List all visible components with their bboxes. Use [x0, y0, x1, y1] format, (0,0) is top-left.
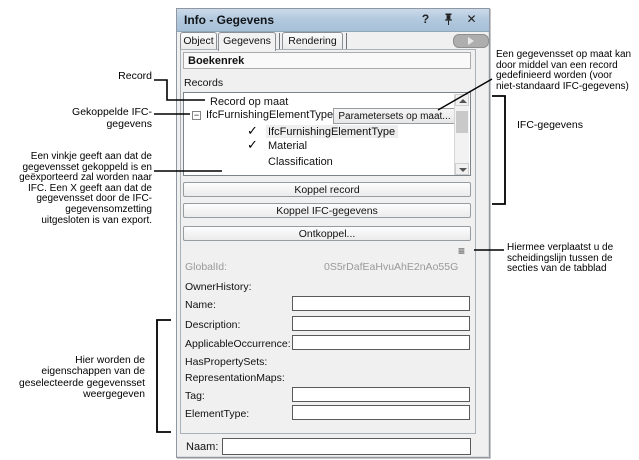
- name-label: Name:: [185, 299, 216, 311]
- object-name-header: Boekenrek: [183, 52, 471, 69]
- pin-icon[interactable]: [441, 12, 456, 27]
- tag-label: Tag:: [185, 390, 205, 402]
- tab-gegevens[interactable]: Gegevens: [218, 32, 276, 51]
- tag-field[interactable]: [292, 387, 470, 402]
- description-label: Description:: [185, 319, 241, 331]
- callout-bracket-ifc-gegevens: [492, 95, 506, 205]
- help-icon[interactable]: ?: [421, 12, 430, 26]
- panel-titlebar[interactable]: Info - Gegevens ? ✕: [177, 9, 489, 32]
- scroll-up-icon: [459, 99, 467, 103]
- callout-bracket-eigenschappen: [156, 319, 171, 433]
- description-field[interactable]: [292, 316, 470, 331]
- annotation-hier-worden: Hier worden de eigenschappen van de gese…: [19, 355, 145, 400]
- annotation-op-maat: Een gegevensset op maat kan door middel …: [496, 49, 632, 92]
- koppel-ifc-gegevens-button[interactable]: Koppel IFC-gegevens: [183, 203, 471, 218]
- globalid-value: 0S5rDafEaHvuAhE2nAo55G: [324, 261, 459, 273]
- annotation-vinkje: Een vinkje geeft aan dat de gegevensset …: [19, 151, 152, 226]
- tab-divider-2: [346, 33, 347, 49]
- records-label: Records: [184, 77, 224, 89]
- name-field[interactable]: [292, 296, 470, 311]
- globalid-label: GlobalId:: [185, 261, 228, 273]
- tree-row-material[interactable]: Material: [268, 140, 308, 152]
- scrollbar-thumb[interactable]: [456, 111, 468, 133]
- check-icon: ✓: [247, 123, 258, 138]
- records-listbox[interactable]: Record op maat − IfcFurnishingElementTyp…: [183, 92, 471, 176]
- applicableoccurrence-label: ApplicableOccurrence:: [185, 338, 291, 350]
- row-highlight: [266, 125, 398, 138]
- ontkoppel-button[interactable]: Ontkoppel...: [183, 226, 471, 241]
- tree-row-ifcfurnishingelementtype[interactable]: IfcFurnishingElementType: [206, 109, 334, 121]
- applicableoccurrence-field[interactable]: [292, 335, 470, 350]
- collapse-expander-icon[interactable]: −: [192, 110, 201, 120]
- tab-overflow-button[interactable]: [453, 34, 489, 48]
- annotation-hiermee: Hiermee verplaatst u de scheidingslijn t…: [507, 242, 614, 275]
- annotation-record: Record: [118, 70, 152, 82]
- listbox-scrollbar[interactable]: [454, 94, 469, 175]
- tree-row-classification[interactable]: Classification: [268, 156, 333, 168]
- tree-row-record-op-maat[interactable]: Record op maat: [210, 96, 289, 108]
- panel-title: Info - Gegevens: [184, 13, 275, 27]
- close-icon[interactable]: ✕: [466, 12, 477, 26]
- koppel-record-button[interactable]: Koppel record: [183, 182, 471, 197]
- scroll-up-button[interactable]: [455, 94, 469, 106]
- section-splitter-handle[interactable]: ≡: [458, 244, 466, 258]
- scroll-down-icon: [459, 168, 467, 172]
- check-icon: ✓: [247, 137, 258, 152]
- tab-rendering[interactable]: Rendering: [282, 32, 343, 49]
- tab-divider: [279, 33, 280, 49]
- parametersets-op-maat-button[interactable]: Parametersets op maat...: [333, 108, 456, 124]
- tree-row-child-ifcfurnishingelementtype[interactable]: IfcFurnishingElementType: [268, 126, 396, 138]
- info-gegevens-panel: Info - Gegevens ? ✕ Object Gegevens Rend…: [176, 8, 490, 458]
- right-arrow-icon: [468, 37, 474, 45]
- elementtype-field[interactable]: [292, 405, 470, 420]
- representationmaps-label: RepresentationMaps:: [185, 372, 285, 384]
- haspropertysets-label: HasPropertySets:: [185, 356, 268, 368]
- naam-field[interactable]: [222, 438, 471, 455]
- ownerhistory-label: OwnerHistory:: [185, 281, 252, 293]
- annotation-gekoppelde-ifc: Gekoppelde IFC- gegevens: [72, 106, 152, 130]
- scroll-down-button[interactable]: [455, 163, 469, 175]
- annotation-ifc-gegevens: IFC-gegevens: [517, 119, 583, 131]
- tab-object[interactable]: Object: [180, 32, 217, 49]
- naam-label: Naam:: [186, 441, 219, 453]
- elementtype-label: ElementType:: [185, 408, 250, 420]
